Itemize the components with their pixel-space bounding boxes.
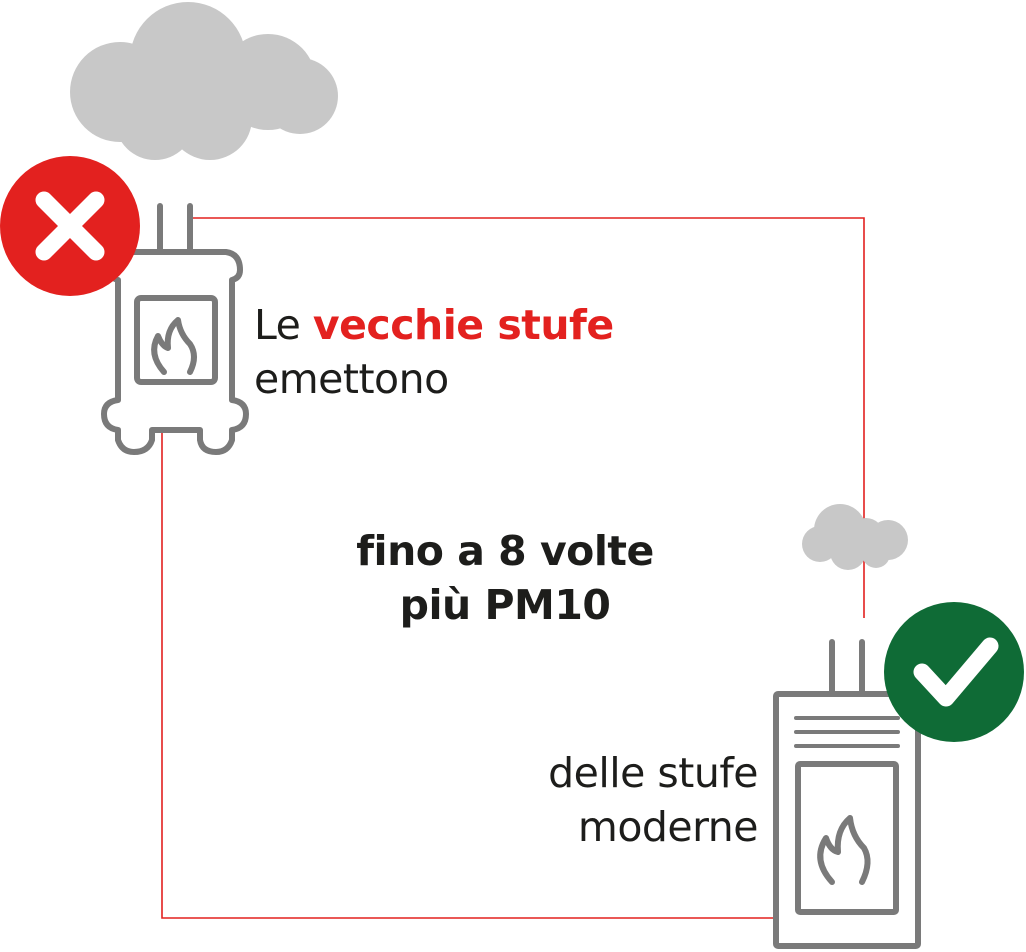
bottom-line-2: moderne xyxy=(577,803,759,851)
old-stove-icon xyxy=(101,203,249,455)
modern-stove-icon xyxy=(773,639,921,949)
x-mark-icon xyxy=(0,156,140,296)
middle-line-2: più PM10 xyxy=(399,581,611,629)
heading-accent: vecchie stufe xyxy=(312,301,614,349)
middle-line-1: fino a 8 volte xyxy=(356,527,654,575)
heading-line-2: emettono xyxy=(254,355,449,403)
comparison-frame xyxy=(161,217,865,919)
middle-text: fino a 8 volte più PM10 xyxy=(290,524,720,632)
heading-prefix: Le xyxy=(254,301,313,349)
large-smoke-cloud-icon xyxy=(70,2,338,160)
check-mark-icon xyxy=(884,602,1024,742)
bottom-text: delle stufe moderne xyxy=(420,746,758,854)
small-smoke-cloud-icon xyxy=(802,504,908,570)
heading-line-1: Le vecchie stufe xyxy=(254,298,614,352)
bottom-line-1: delle stufe xyxy=(548,749,758,797)
heading-text: Le vecchie stufe emettono xyxy=(254,298,614,406)
